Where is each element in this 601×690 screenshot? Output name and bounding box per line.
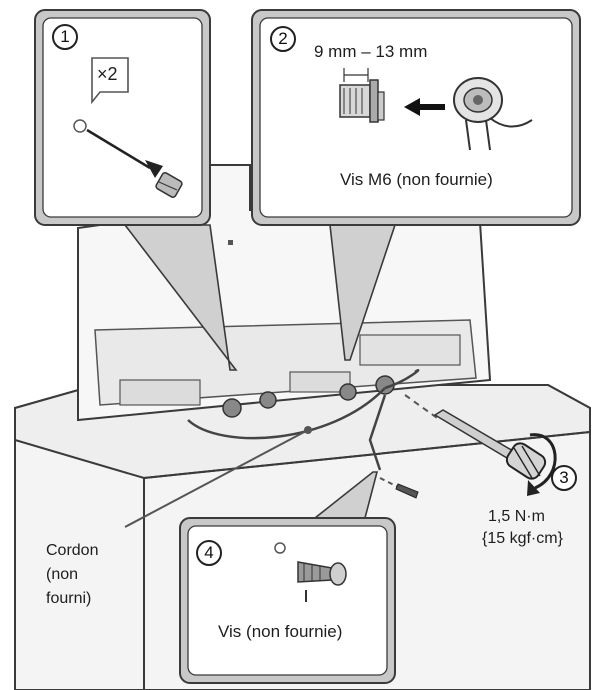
insert-arrow-icon: [86, 128, 151, 170]
cord-label-line2: (non: [46, 566, 79, 583]
step-number-4: 4: [196, 540, 222, 566]
torque-value-kgf: {15 kgf·cm}: [482, 530, 563, 547]
quantity-badge-text: ×2: [97, 64, 118, 84]
step-number-3: 3: [551, 465, 577, 491]
washer-icon: [274, 542, 286, 554]
screwdriver-icon: [404, 394, 547, 480]
cord-icon: [187, 369, 420, 471]
torque-value: 1,5 N·m: [488, 508, 545, 525]
quantity-badge: [91, 57, 129, 105]
screw-icon: [379, 477, 419, 499]
rotation-arrow-icon: [527, 433, 557, 496]
step-number-1: 1: [52, 24, 78, 50]
washer-icon: [453, 77, 533, 151]
bolt-icon: [155, 172, 183, 198]
cord-leader-line: [124, 429, 309, 528]
dimension-label: 9 mm – 13 mm: [314, 42, 428, 61]
cord-label-line3: fourni): [46, 590, 92, 607]
screw-hole-icon: [73, 119, 87, 133]
push-arrow-icon: [404, 98, 445, 116]
wall-bracket-icon: [339, 79, 385, 123]
step-number-2: 2: [270, 26, 296, 52]
wood-screw-icon: [297, 561, 347, 602]
step4-screw-caption: Vis (non fournie): [218, 622, 343, 641]
cord-label-line1: Cordon: [46, 542, 99, 559]
step2-screw-caption: Vis M6 (non fournie): [340, 170, 493, 189]
